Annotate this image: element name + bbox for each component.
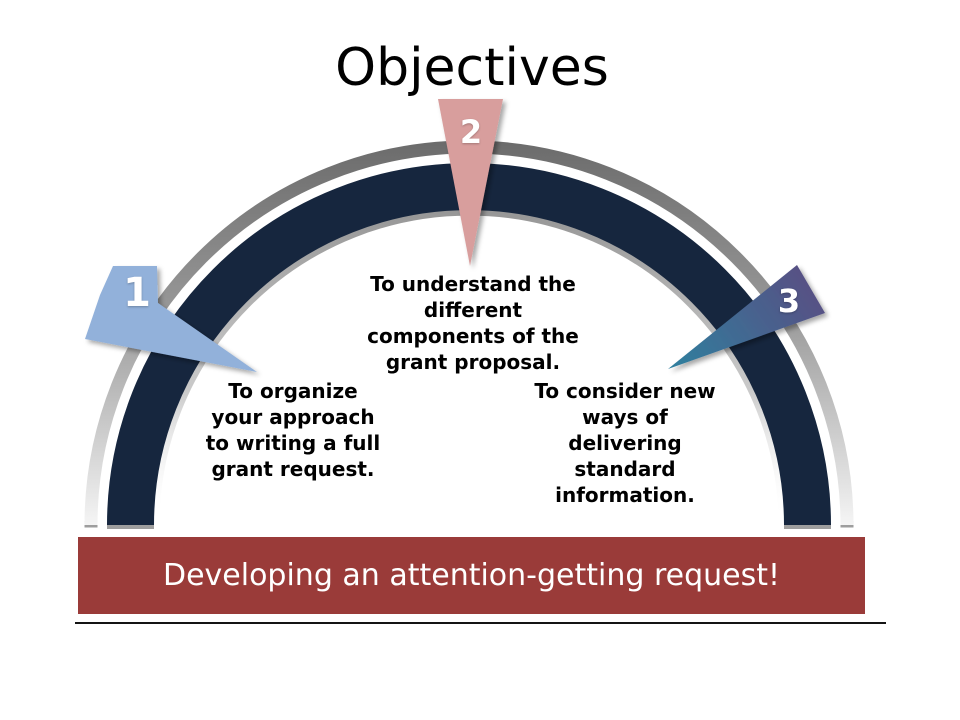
pointer-1-shape [85, 266, 257, 372]
page-title: Objectives [335, 38, 609, 98]
pointer-3-shape [668, 265, 825, 369]
footer-rule [75, 622, 886, 624]
footer-banner: Developing an attention-getting request! [78, 537, 865, 614]
objective-text-1: To organize your approach to writing a f… [205, 379, 381, 481]
objective-text-2: To understand the different components o… [367, 272, 579, 374]
banner-text: Developing an attention-getting request! [162, 558, 781, 593]
objective-text-3: To consider new ways of delivering stand… [534, 379, 716, 507]
pointer-3-number: 3 [777, 282, 801, 320]
pointer-1-number: 1 [123, 270, 151, 316]
navy-ring-left-cap [107, 523, 154, 529]
pointer-2-number: 2 [459, 113, 483, 151]
navy-ring-right-cap [784, 523, 831, 529]
pointer-2-shape [438, 99, 503, 266]
